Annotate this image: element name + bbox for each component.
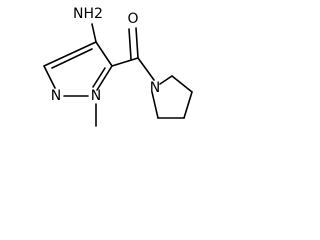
bond-pyr-cd-n [159,75,173,85]
pyrazole-n1-label: N [91,88,101,104]
bond-c3-c4 [43,41,97,67]
bond-c5-n1 [96,65,113,91]
bond-carbonyl-o-double [128,28,132,60]
bond-n2-c3 [43,65,56,89]
bond-pyr-n-ca [151,91,159,119]
bond-c3-c4-inner [51,48,93,69]
bond-pyr-cb-cc [183,91,193,119]
bond-carbonyl-n [137,57,155,81]
bond-carbonyl-o [135,27,139,59]
bond-c4-c5 [95,41,113,67]
pyrazole-n2-label: N [51,88,61,104]
amine-label: NH2 [73,6,103,22]
chemical-structure: NH2 O N N N [43,6,193,127]
bond-c5-n1-inner [92,67,106,88]
carbonyl-oxygen-label: O [127,11,138,27]
pyrrolidine-n-label: N [150,80,160,96]
bond-c4-nh2 [91,23,97,43]
bond-pyr-cc-cd [171,75,193,93]
bond-c5-carbonyl [111,57,139,67]
